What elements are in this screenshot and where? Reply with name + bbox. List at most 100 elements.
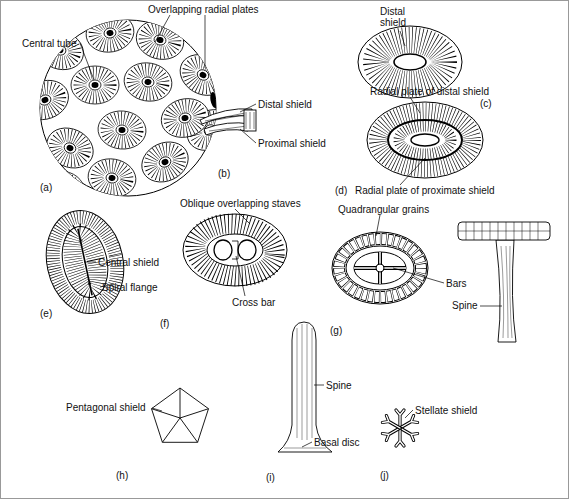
- leader-lines: [80, 15, 502, 447]
- coccolith-f-part: [183, 214, 287, 286]
- part-label: Distal shield: [258, 99, 312, 110]
- figure-letter: (d): [335, 185, 347, 196]
- coccosphere-part-part: [132, 15, 188, 64]
- coccolith-d-part: [378, 112, 472, 168]
- part-label: Quadrangular grains: [338, 204, 429, 215]
- leader-lines-part: [410, 97, 420, 113]
- spine-g: [458, 222, 550, 342]
- stellate-nannolith-part: [382, 416, 402, 432]
- coccosphere-part-part: [37, 143, 51, 158]
- coccolith-c-part: [376, 40, 444, 84]
- leader-lines-part: [405, 410, 413, 418]
- leader-lines-part: [236, 256, 245, 296]
- pentagonal-nannolith: [152, 388, 209, 442]
- leader-lines-part: [235, 209, 250, 224]
- spine-g-part: [496, 240, 516, 342]
- part-label: Central shield: [98, 257, 159, 268]
- coccolith-g-part: [376, 264, 384, 272]
- coccolith-d: [367, 102, 483, 178]
- leader-lines-part: [240, 104, 256, 112]
- coccolith-d-part: [411, 134, 439, 146]
- figure-letter: (i): [266, 472, 275, 483]
- coccolith-g-part: [354, 252, 406, 284]
- leader-lines-part: [400, 158, 425, 185]
- coccosphere-part-part: [209, 92, 219, 109]
- spine-i-part: [278, 322, 332, 452]
- coccosphere-part-part: [85, 155, 139, 201]
- coccolith-c-part: [394, 54, 426, 70]
- shield-side-view: [200, 109, 256, 135]
- coccosphere-part: [16, 10, 240, 209]
- part-label: Radial plate of proximate shield: [355, 185, 495, 196]
- coccosphere-part-part: [16, 74, 74, 126]
- part-label: Spine: [452, 300, 478, 311]
- coccosphere-part-part: [173, 47, 234, 104]
- coccolith-g-part: [346, 246, 414, 290]
- coccolith-f-part: [207, 234, 263, 266]
- part-label: Cross bar: [232, 297, 275, 308]
- figure-letter: (g): [330, 325, 342, 336]
- coccosphere-part-part: [96, 109, 147, 151]
- part-label: Radial plate of distal shield: [370, 86, 489, 97]
- part-label: Spiral flange: [102, 282, 158, 293]
- coccolith-f-part: [192, 219, 278, 282]
- coccolith-d-part: [388, 120, 462, 160]
- coccolith-g-part: [354, 252, 406, 284]
- coccolith-e-part: [68, 230, 102, 293]
- spine-g-part: [458, 222, 550, 240]
- leader-lines-part: [152, 408, 162, 411]
- spine-i-part: [284, 324, 326, 448]
- coccolith-g-part: [332, 232, 428, 304]
- leader-lines-part: [80, 43, 94, 80]
- coccosphere-part-part: [71, 66, 119, 104]
- spine-i: [278, 322, 332, 452]
- part-label: Basal disc: [314, 437, 360, 448]
- figure-letter: (b): [218, 168, 230, 179]
- coccosphere-part-part: [192, 157, 208, 173]
- shield-side-view-part: [244, 110, 256, 131]
- coccosphere-part-part: [121, 59, 175, 105]
- figure-letter: (a): [40, 182, 52, 193]
- spine-g-part: [458, 222, 550, 240]
- shield-side-view-part: [246, 112, 254, 129]
- leader-lines-part: [376, 215, 380, 236]
- coccolith-g-part: [354, 252, 406, 284]
- leader-lines-part: [400, 31, 405, 46]
- coccolith-f-part: [232, 241, 238, 259]
- spine-g-part: [501, 246, 512, 338]
- stellate-nannolith: [382, 410, 417, 446]
- part-label: Stellate shield: [415, 405, 477, 416]
- coccosphere-part-part: [31, 24, 89, 76]
- figure-letter: (e): [40, 308, 52, 319]
- coccosphere: [16, 10, 240, 209]
- coccolith-d-part: [399, 126, 451, 154]
- coccolith-f-part: [238, 240, 256, 260]
- figure-letter: (c): [480, 98, 492, 109]
- coccosphere-part-part: [135, 135, 195, 190]
- part-label: Bars: [446, 278, 467, 289]
- figure-letter: (f): [160, 318, 169, 329]
- part-label: Pentagonal shield: [66, 402, 146, 413]
- part-label: Proximal shield: [258, 138, 326, 149]
- shield-side-view-part: [205, 112, 250, 121]
- pentagonal-nannolith-part: [152, 388, 209, 442]
- leader-lines-part: [155, 15, 205, 68]
- coccolith-g-part: [339, 239, 421, 297]
- figure-letter: (j): [380, 470, 389, 481]
- leader-lines-part: [314, 385, 324, 386]
- leader-lines-part: [240, 129, 256, 143]
- coccosphere-part-part: [34, 54, 51, 70]
- coccosphere-part-part: [36, 171, 84, 209]
- part-label: Oblique overlapping staves: [180, 198, 301, 209]
- leader-lines-part: [393, 268, 444, 283]
- part-label: Distal shield: [380, 6, 416, 28]
- figure-letter: (h): [116, 470, 128, 481]
- shield-side-view-part: [204, 123, 250, 135]
- part-label: Central tube: [22, 38, 76, 49]
- leader-lines-part: [302, 442, 312, 447]
- coccosphere-part-part: [83, 10, 137, 56]
- leader-lines-part: [84, 262, 96, 263]
